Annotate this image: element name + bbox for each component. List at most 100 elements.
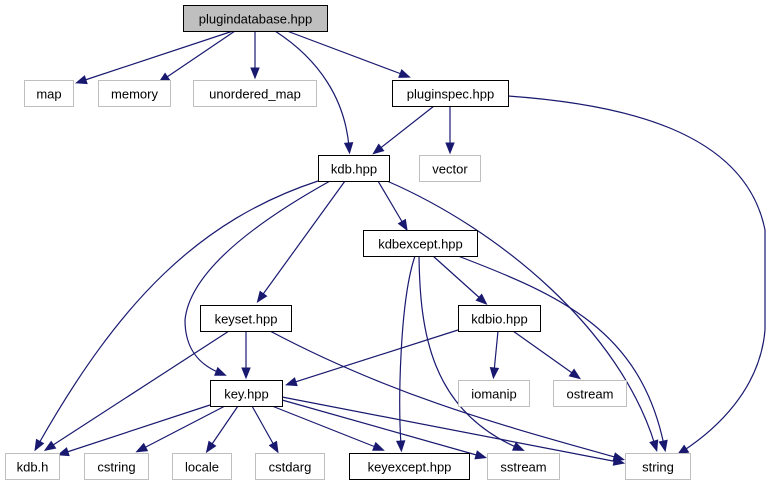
node-box <box>625 453 691 480</box>
node-keyset[interactable]: keyset.hpp <box>200 305 292 332</box>
edge-arrowhead <box>658 439 668 453</box>
edge-kdbio-to-iomanip <box>489 330 500 380</box>
edge-line <box>377 180 405 226</box>
node-box <box>392 80 509 107</box>
edge-line <box>281 399 481 457</box>
edge-line <box>377 105 435 151</box>
edge-arrowhead <box>250 67 260 80</box>
node-cstring: cstring <box>84 453 149 480</box>
node-pluginspec[interactable]: pluginspec.hpp <box>392 80 509 107</box>
node-iomanip: iomanip <box>458 380 530 407</box>
edge-line <box>286 30 405 76</box>
node-unordered_map: unordered_map <box>193 80 317 107</box>
edge-arrowhead <box>75 75 88 85</box>
node-label: key.hpp <box>224 387 269 402</box>
edge-kdbio-to-ostream <box>512 330 581 380</box>
node-box <box>363 230 478 257</box>
node-box <box>98 80 171 107</box>
edge-key-to-kdbh <box>57 404 211 457</box>
node-box <box>183 5 328 32</box>
node-label: pluginspec.hpp <box>407 87 494 102</box>
node-box <box>24 80 74 107</box>
node-cstdarg: cstdarg <box>255 453 325 480</box>
edge-plugindatabase-to-memory <box>157 30 236 84</box>
node-keyexcept[interactable]: keyexcept.hpp <box>349 453 470 480</box>
edge-line <box>163 30 236 80</box>
node-label: kdb.h <box>17 460 49 475</box>
node-kdbhpp[interactable]: kdb.hpp <box>318 155 390 182</box>
edge-arrowhead <box>568 368 581 380</box>
edge-line <box>49 330 230 448</box>
node-kdbexcept[interactable]: kdbexcept.hpp <box>363 230 478 257</box>
edge-line <box>457 255 665 446</box>
edge-plugindatabase-to-pluginspec <box>286 30 411 78</box>
nodes-layer: plugindatabase.hpp map memory unordered_map… <box>5 5 691 480</box>
node-label: iomanip <box>471 387 517 402</box>
node-memory: memory <box>98 80 171 107</box>
node-label: kdbio.hpp <box>471 312 527 327</box>
edge-key-to-string <box>281 396 626 466</box>
edge-arrowhead <box>205 440 217 454</box>
edge-arrowhead <box>34 438 45 452</box>
edge-kdbhpp-to-kdbexcept <box>377 180 408 232</box>
edge-kdbhpp-to-key <box>184 180 331 376</box>
edge-line <box>141 405 226 450</box>
node-label: string <box>642 460 674 475</box>
edge-line <box>281 396 619 463</box>
edge-arrowhead <box>43 440 57 451</box>
edge-line <box>274 30 350 148</box>
node-box <box>172 453 232 480</box>
node-label: memory <box>111 87 158 102</box>
edge-kdbhpp-to-keyset <box>256 180 346 303</box>
edge-line <box>493 330 499 373</box>
edge-arrowhead <box>268 440 279 454</box>
node-box <box>458 380 530 407</box>
node-label: cstdarg <box>269 460 312 475</box>
edge-arrowhead <box>649 439 659 453</box>
node-box <box>200 305 292 332</box>
edge-kdbexcept-to-keyexcept <box>395 255 416 453</box>
edge-pluginspec-to-vector <box>445 106 455 155</box>
node-label: locale <box>185 460 219 475</box>
edge-arrowhead <box>612 456 626 466</box>
node-kdbio[interactable]: kdbio.hpp <box>458 305 541 332</box>
node-ostream: ostream <box>553 380 627 407</box>
node-key[interactable]: key.hpp <box>210 380 283 407</box>
edge-kdbexcept-to-kdbio <box>432 255 488 305</box>
node-box <box>487 453 560 480</box>
edge-arrowhead <box>475 293 488 305</box>
edge-plugindatabase-to-kdbhpp <box>274 30 354 155</box>
node-plugindatabase[interactable]: plugindatabase.hpp <box>183 5 328 32</box>
edge-line <box>432 255 483 301</box>
edge-key-to-cstring <box>135 405 226 453</box>
edge-arrowhead <box>372 143 385 155</box>
node-map: map <box>24 80 74 107</box>
node-box <box>553 380 627 407</box>
node-label: map <box>36 87 61 102</box>
edge-line <box>512 330 576 376</box>
node-label: plugindatabase.hpp <box>199 12 313 27</box>
edge-arrowhead <box>241 367 251 380</box>
edge-keyset-to-key <box>241 331 251 380</box>
node-label: keyexcept.hpp <box>368 460 452 475</box>
node-label: kdbexcept.hpp <box>378 237 463 252</box>
edge-line <box>63 404 211 454</box>
edge-line <box>209 405 239 448</box>
edges-layer <box>34 30 766 466</box>
edge-plugindatabase-to-unordered_map <box>250 31 260 80</box>
edge-arrowhead <box>395 440 406 453</box>
node-box <box>419 155 481 182</box>
edge-kdbhpp-to-kdbh <box>34 180 319 452</box>
edge-line <box>251 405 276 448</box>
edge-line <box>291 329 459 384</box>
edge-line <box>81 30 234 82</box>
node-label: cstring <box>97 460 135 475</box>
node-label: keyset.hpp <box>215 312 278 327</box>
edge-line <box>507 95 766 452</box>
edge-pluginspec-to-kdbhpp <box>372 105 435 155</box>
edge-kdbexcept-to-sstream <box>418 255 525 451</box>
node-label: vector <box>432 162 468 177</box>
node-box <box>318 155 390 182</box>
node-kdbh: kdb.h <box>5 453 60 480</box>
